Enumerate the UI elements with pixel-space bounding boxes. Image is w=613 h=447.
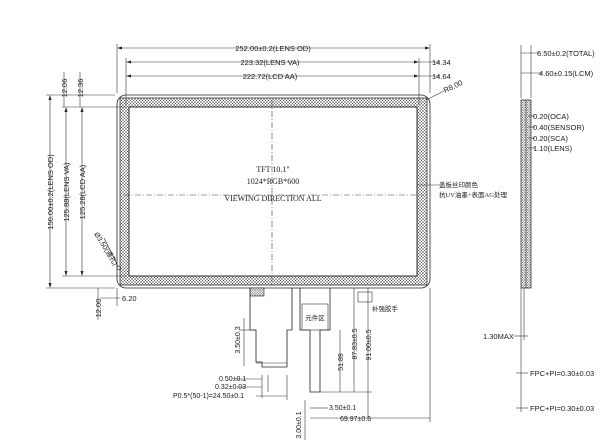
side-sensor: 0.40(SENSOR) — [533, 123, 585, 132]
side-lcm: 4.60±0.15(LCM) — [539, 69, 594, 78]
top-margin-va: 12.06 — [60, 79, 69, 98]
side-fpc-pi-1: FPC+PI=0.30±0.03 — [530, 369, 594, 378]
side-lens: 1.10(LENS) — [533, 144, 573, 153]
cover-note-1: 盖板丝印颜色 — [439, 180, 479, 189]
side-total: 6.50±0.2(TOTAL) — [537, 49, 595, 58]
front-view: TFT 10.1" 1024*RGB*600 VIEWING DIRECTION… — [116, 94, 507, 289]
tft-size-label: TFT 10.1" — [256, 165, 289, 174]
fpc-height-3: 91.00±0.5 — [366, 329, 373, 360]
cover-note-2: 抗UV油墨+表面AG处理 — [439, 190, 507, 199]
fpc-connector-pad — [249, 287, 265, 297]
hole-callout: Ø3.50(通孔) — [92, 230, 120, 267]
fpc-outline-left — [249, 288, 293, 368]
lens-va-width: 223.32(LENS VA) — [240, 58, 300, 67]
resolution-label: 1024*RGB*600 — [247, 177, 299, 186]
fpc-offset: 69.97±0.5 — [340, 416, 371, 423]
fpc-dimensions: 3.50±0.3 0.50±0.1 0.32±0.03 P0.5*(50-1)=… — [173, 288, 431, 440]
top-dimensions: 252.00±0.2(LENS OD) 223.32(LENS VA) 14.3… — [116, 44, 464, 105]
side-sca: 0.20(SCA) — [533, 134, 569, 143]
active-area — [128, 106, 418, 277]
component-area-label: 元件区 — [305, 313, 325, 322]
lens-va-height: 125.88(LENS VA) — [62, 162, 71, 222]
side-view: 6.50±0.2(TOTAL) 4.60±0.15(LCM) 0.20(OCA)… — [483, 45, 595, 413]
side-oca: 0.20(OCA) — [533, 112, 569, 121]
fpc-tab-width: 3.50±0.1 — [329, 405, 356, 412]
bottom-margin: 12.00 — [94, 299, 103, 318]
viewing-direction-label: VIEWING DIRECTION ALL — [224, 194, 321, 203]
lens-od-width: 252.00±0.2(LENS OD) — [235, 44, 311, 53]
fpc-height-1: 51.89 — [338, 353, 345, 371]
lcd-aa-height: 125.28(LCD AA) — [78, 164, 87, 219]
lens-outline — [116, 94, 431, 289]
black-mask-border — [119, 97, 428, 286]
top-margin-aa: 12.36 — [76, 79, 85, 98]
fpc-width-top: 3.50±0.3 — [235, 326, 242, 353]
right-margin-aa: 14.64 — [432, 72, 451, 81]
fpc-height-2: 87.83±0.5 — [352, 328, 359, 359]
left-margin: 6.20 — [122, 294, 137, 303]
side-max: 1.30MAX — [483, 332, 514, 341]
fpc-pitch: P0.5*(50-1)=24.50±0.1 — [173, 393, 244, 400]
fpc-outline-right — [299, 288, 331, 393]
lens-od-height: 150.00±0.2(LENS OD) — [46, 154, 55, 230]
fpc-bottom: 3.00±0.1 — [296, 411, 303, 438]
right-margin-va: 14.34 — [432, 58, 451, 67]
fpc-gap-1: 0.50±0.1 — [219, 376, 246, 383]
stiffener-box — [357, 291, 373, 303]
stiffener-label: 补强胶手 — [372, 304, 399, 313]
fpc-tail: 元件区 补强胶手 — [249, 287, 399, 393]
side-fpc-pi-2: FPC+PI=0.30±0.03 — [530, 404, 594, 413]
fpc-gap-2: 0.32±0.03 — [215, 384, 246, 391]
hole-mark — [116, 265, 122, 271]
left-dimensions: 12.06 12.36 150.00±0.2(LENS OD) 125.88(L… — [46, 72, 137, 320]
lcd-aa-width: 222.72(LCD AA) — [243, 72, 298, 81]
component-area-box — [301, 303, 329, 331]
